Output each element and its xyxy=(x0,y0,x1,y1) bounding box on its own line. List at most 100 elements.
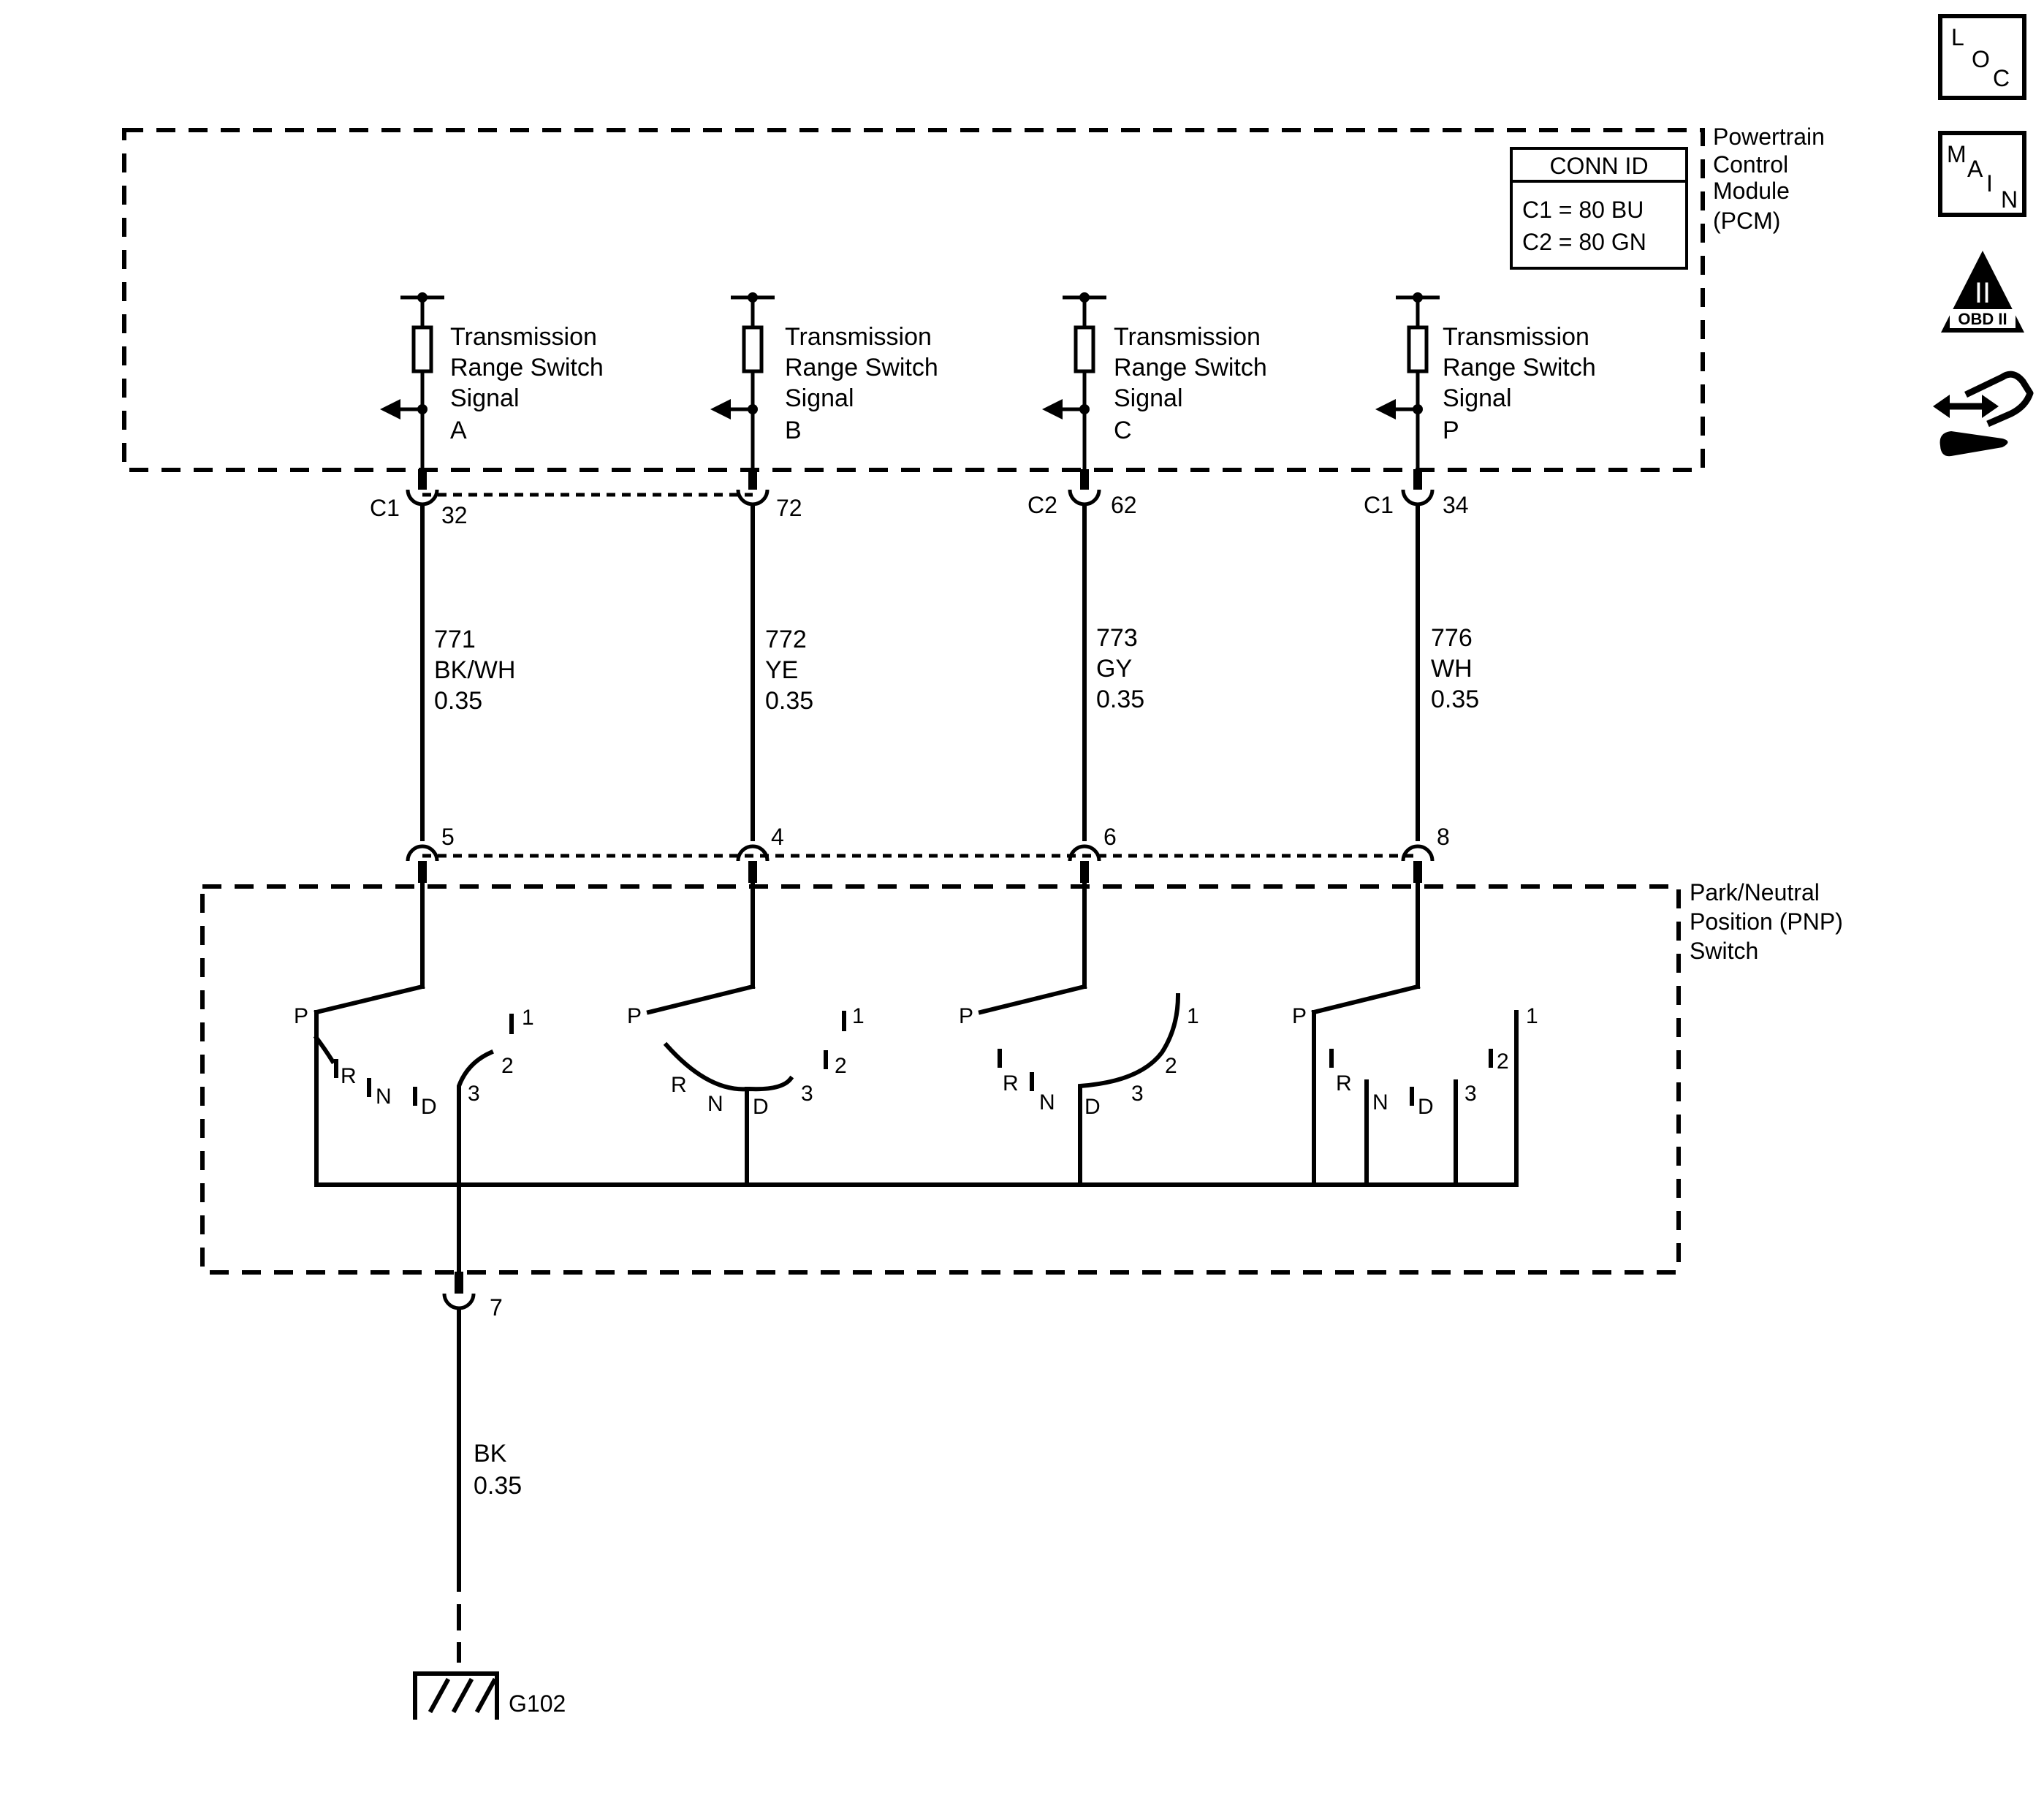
switch-a-pos-r: R xyxy=(341,1064,357,1088)
switch-b-contacts: P R N D 3 2 1 xyxy=(627,984,865,1187)
pcm-name-line-3: Module xyxy=(1713,178,1790,204)
wire-gauge-c: 0.35 xyxy=(1096,686,1144,713)
switch-c-pos-d: D xyxy=(1084,1095,1101,1119)
svg-text:O: O xyxy=(1972,46,1990,72)
pnp-name-line-3: Switch xyxy=(1690,938,1758,964)
diagnostic-tool-icon[interactable] xyxy=(1933,371,2034,457)
pnp-pin-c: 6 xyxy=(1103,824,1117,850)
main-icon[interactable]: M A I N xyxy=(1938,131,2026,217)
switch-p-pos-3: 3 xyxy=(1464,1082,1477,1106)
signal-a-line-3: Signal xyxy=(450,384,520,412)
pull-up-resistor-icon xyxy=(1074,325,1095,373)
signal-arrow-icon xyxy=(710,399,731,419)
switch-c-contacts: P R N D 3 2 1 xyxy=(959,984,1199,1187)
pcm-pin-p: 34 xyxy=(1443,492,1469,518)
signal-a-line-4: A xyxy=(450,417,467,444)
switch-p-pos-r: R xyxy=(1336,1071,1352,1096)
switch-b-pos-d: D xyxy=(753,1095,769,1119)
conn-id-c1: C1 = 80 BU xyxy=(1522,197,1644,223)
connector-c2-c: C2 xyxy=(1027,492,1057,518)
switch-c-pos-3: 3 xyxy=(1131,1082,1144,1106)
svg-text:C: C xyxy=(1993,65,2010,91)
switch-b-pos-1: 1 xyxy=(852,1004,865,1028)
pull-up-resistor-icon xyxy=(411,325,433,373)
switch-c-pos-2: 2 xyxy=(1165,1054,1177,1078)
switch-b-pos-n: N xyxy=(707,1092,723,1116)
pcm-module: Powertrain Control Module (PCM) CONN ID … xyxy=(122,124,1825,472)
wire-gauge-p: 0.35 xyxy=(1431,686,1479,713)
ground-pin: 7 xyxy=(490,1294,503,1321)
pcm-name-line-1: Powertrain xyxy=(1713,124,1825,150)
conn-id-title: CONN ID xyxy=(1549,153,1648,179)
svg-text:M: M xyxy=(1947,141,1967,167)
signal-arrow-icon xyxy=(1042,399,1063,419)
wire-gauge-b: 0.35 xyxy=(765,687,813,715)
switch-a-pos-p: P xyxy=(294,1004,308,1028)
signal-b-line-1: Transmission xyxy=(785,323,932,351)
pnp-pin-b: 4 xyxy=(771,824,784,850)
pull-up-resistor-icon xyxy=(1407,325,1429,373)
ground-circuit: 7 BK 0.35 G102 xyxy=(413,1182,566,1720)
signal-c-line-3: Signal xyxy=(1114,384,1183,412)
pcm-pin-c: 62 xyxy=(1111,492,1137,518)
switch-a-pos-2: 2 xyxy=(501,1054,514,1078)
wire-color-b: YE xyxy=(765,656,798,684)
signal-arrow-icon xyxy=(380,399,400,419)
switch-p-pos-n: N xyxy=(1372,1090,1388,1115)
pull-up-resistor-icon xyxy=(742,325,764,373)
pnp-pin-a: 5 xyxy=(441,824,455,850)
signal-b-line-3: Signal xyxy=(785,384,854,412)
pnp-switch: Park/Neutral Position (PNP) Switch xyxy=(200,879,1843,1275)
switch-p-pos-2: 2 xyxy=(1497,1049,1509,1074)
circuit-c: Transmission Range Switch Signal C C2 62… xyxy=(1027,292,1267,989)
signal-a-line-2: Range Switch xyxy=(450,354,604,381)
switch-b-pos-p: P xyxy=(627,1004,642,1028)
circuit-number-a: 771 xyxy=(434,626,476,653)
svg-text:I: I xyxy=(1986,170,1993,197)
switch-a-pos-d: D xyxy=(421,1095,437,1119)
pcm-name-line-4: (PCM) xyxy=(1713,208,1780,234)
switch-b-pos-r: R xyxy=(671,1073,687,1097)
signal-c-line-4: C xyxy=(1114,417,1132,444)
svg-text:OBD II: OBD II xyxy=(1958,310,2007,328)
pcm-pin-b: 72 xyxy=(776,495,802,521)
signal-p-line-1: Transmission xyxy=(1443,323,1589,351)
wire-color-a: BK/WH xyxy=(434,656,515,684)
switch-a-pos-1: 1 xyxy=(522,1006,534,1030)
connector-c1-p: C1 xyxy=(1364,492,1394,518)
svg-text:A: A xyxy=(1967,156,1983,182)
signal-p-line-2: Range Switch xyxy=(1443,354,1596,381)
circuit-a: Transmission Range Switch Signal A C1 32… xyxy=(370,292,604,989)
ground-id: G102 xyxy=(509,1690,566,1717)
loc-icon[interactable]: L O C xyxy=(1938,14,2026,100)
pnp-name-line-1: Park/Neutral xyxy=(1690,879,1820,906)
signal-p-line-3: Signal xyxy=(1443,384,1512,412)
wire-gauge-a: 0.35 xyxy=(434,687,482,715)
svg-text:N: N xyxy=(2001,186,2018,213)
pnp-name-line-2: Position (PNP) xyxy=(1690,908,1843,935)
wire-color-c: GY xyxy=(1096,655,1132,683)
switch-c-pos-p: P xyxy=(959,1004,973,1028)
obd-ii-icon[interactable]: II OBD II xyxy=(1941,251,2024,333)
switch-c-pos-1: 1 xyxy=(1187,1004,1199,1028)
signal-b-line-4: B xyxy=(785,417,802,444)
signal-c-line-2: Range Switch xyxy=(1114,354,1267,381)
signal-p-line-4: P xyxy=(1443,417,1459,444)
switch-p-pos-p: P xyxy=(1292,1004,1307,1028)
switch-a-contacts: P R N D 3 2 1 xyxy=(294,984,534,1187)
wire-color-p: WH xyxy=(1431,655,1473,683)
circuit-number-b: 772 xyxy=(765,626,807,653)
pcm-name-line-2: Control xyxy=(1713,151,1788,178)
signal-arrow-icon xyxy=(1375,399,1396,419)
switch-p-pos-1: 1 xyxy=(1526,1004,1538,1028)
ground-symbol-icon xyxy=(413,1671,499,1720)
conn-id-c2: C2 = 80 GN xyxy=(1522,229,1646,255)
signal-c-line-1: Transmission xyxy=(1114,323,1261,351)
pnp-pin-p: 8 xyxy=(1437,824,1450,850)
ground-wire-gauge: 0.35 xyxy=(474,1472,522,1500)
signal-b-line-2: Range Switch xyxy=(785,354,938,381)
svg-text:II: II xyxy=(1975,277,1991,309)
circuit-number-p: 776 xyxy=(1431,624,1473,652)
circuit-b: Transmission Range Switch Signal B 72 77… xyxy=(710,292,938,989)
